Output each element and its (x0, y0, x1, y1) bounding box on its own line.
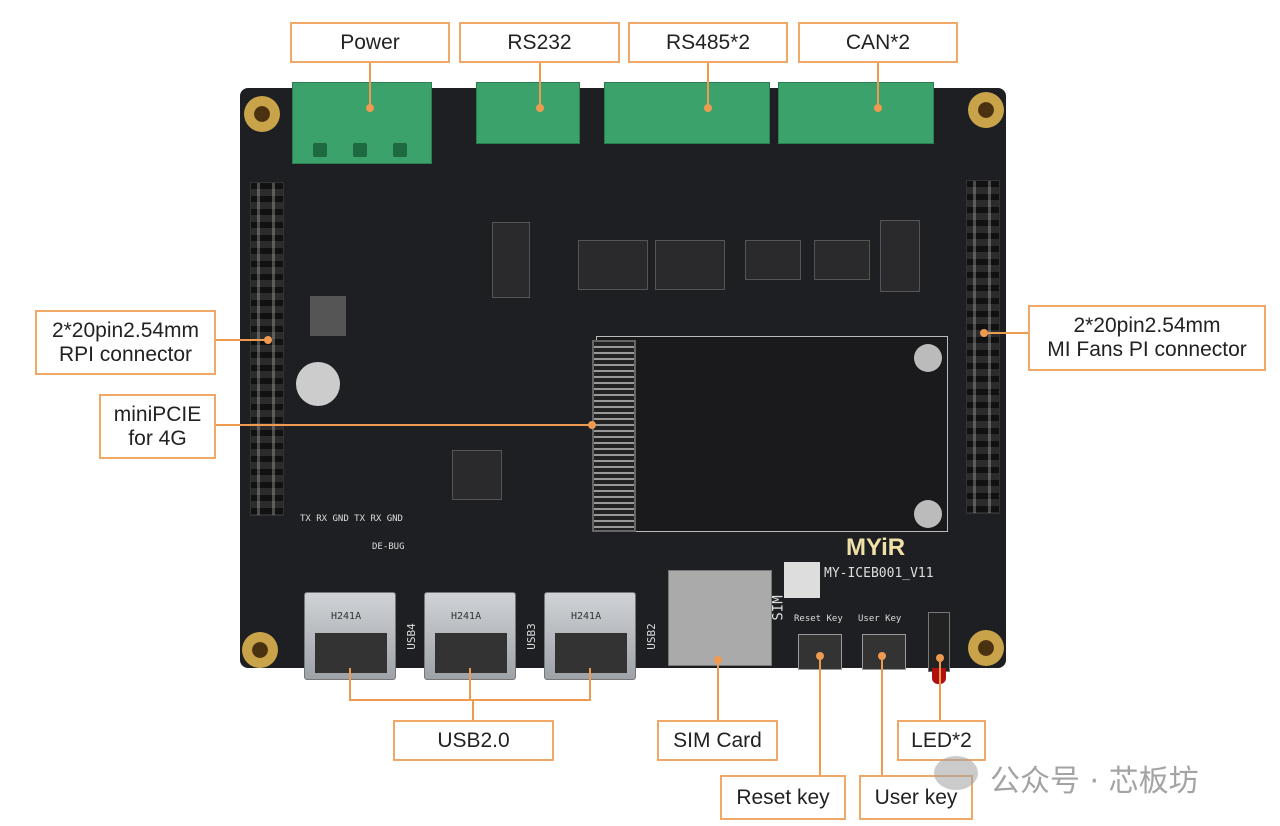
label-sim: SIM Card (657, 720, 778, 761)
chip (492, 222, 530, 298)
brand-logo: MYiR (846, 534, 906, 561)
power-terminal (292, 82, 432, 164)
usb2-silk: USB2 (644, 623, 658, 650)
rs485-terminal (604, 82, 770, 144)
usb3-silk: USB3 (524, 623, 538, 650)
mounting-hole (968, 630, 1004, 666)
wechat-icon (934, 756, 978, 790)
chip (452, 450, 502, 500)
reset-silk: Reset Key (794, 614, 843, 624)
board-model: MY-ICEB001_V11 (824, 566, 934, 581)
mounting-hole (242, 632, 278, 668)
sim-slot (668, 570, 772, 666)
watermark: 公众号 · 芯板坊 (990, 764, 1199, 799)
label-rs485: RS485*2 (628, 22, 788, 63)
can-terminal (778, 82, 934, 144)
label-led: LED*2 (897, 720, 986, 761)
capacitor (296, 362, 340, 406)
label-reset-key: Reset key (720, 775, 846, 820)
chip (655, 240, 725, 290)
minipcie-connector (592, 340, 636, 532)
label-rs232: RS232 (459, 22, 620, 63)
minipcie-slot (596, 336, 948, 532)
mounting-hole (968, 92, 1004, 128)
usb-port: H241A (304, 592, 396, 680)
chip (880, 220, 920, 292)
mifans-header (966, 180, 1000, 514)
usb-port: H241A (424, 592, 516, 680)
screw-icon (914, 500, 942, 528)
rpi-header (250, 182, 284, 516)
label-user-key: User key (859, 775, 973, 820)
chip (578, 240, 648, 290)
sim-silk: SIM (770, 595, 787, 621)
label-usb: USB2.0 (393, 720, 554, 761)
mounting-hole (244, 96, 280, 132)
rs232-terminal (476, 82, 580, 144)
inductor (310, 296, 346, 336)
usb4-silk: USB4 (404, 623, 418, 650)
screw-icon (914, 344, 942, 372)
debug-silk: TX RX GND TX RX GND (300, 514, 403, 524)
usb-port: H241A (544, 592, 636, 680)
label-power: Power (290, 22, 450, 63)
user-silk: User Key (858, 614, 902, 624)
chip (745, 240, 801, 280)
label-can: CAN*2 (798, 22, 958, 63)
qr-code (784, 562, 820, 598)
debug-label: DE-BUG (372, 542, 405, 552)
chip (814, 240, 870, 280)
